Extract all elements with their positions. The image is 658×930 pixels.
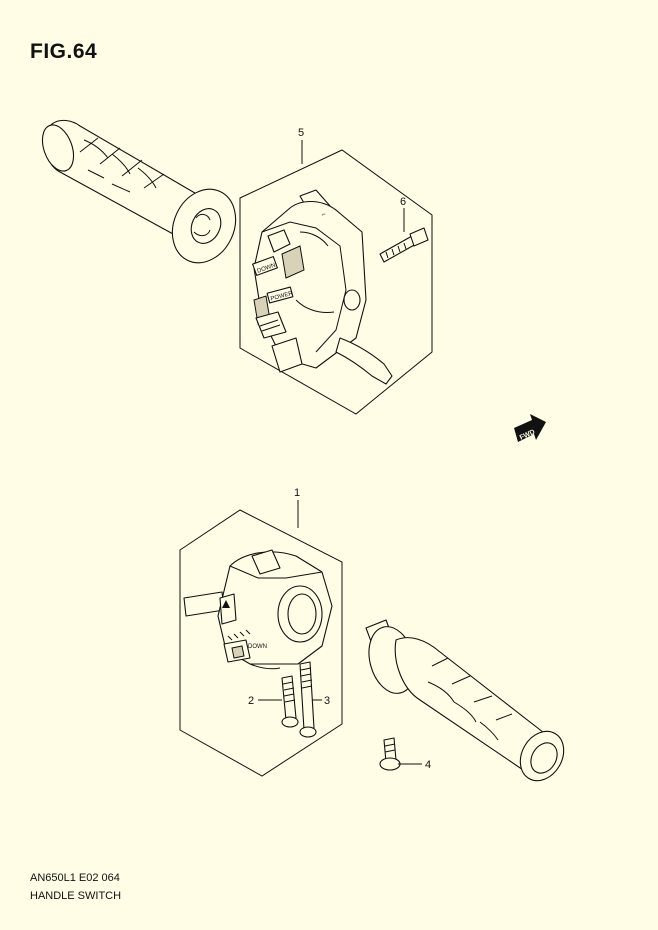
screw-part-4 (379, 737, 401, 771)
figure-title: FIG.64 (30, 40, 98, 63)
fwd-direction-arrow: FWD (514, 414, 546, 442)
callout-6: 6 (400, 196, 406, 208)
right-handle-switch-part-1: DOWN (183, 549, 333, 670)
left-handlebar-grip (41, 119, 237, 264)
model-code: AN650L1 E02 064 (30, 872, 120, 884)
left-handle-switch-part-5: DOWN POWER ⌐ (252, 189, 393, 385)
callout-4: 4 (425, 759, 431, 771)
callout-5: 5 (298, 127, 304, 139)
switch-label-down-small: DOWN (248, 644, 267, 650)
screw-part-2 (281, 675, 299, 728)
part-5-outline-box (239, 149, 433, 415)
switch-mark-top: ⌐ (322, 212, 326, 218)
callout-1: 1 (294, 487, 300, 499)
part-1-outline-box (179, 509, 343, 777)
right-handlebar-grip (365, 619, 565, 782)
figure-name: HANDLE SWITCH (30, 890, 122, 902)
callout-3: 3 (324, 695, 330, 707)
screw-part-3 (299, 661, 317, 738)
callout-2: 2 (248, 695, 254, 707)
screw-part-6 (379, 227, 429, 263)
switch-label-power: POWER (270, 291, 294, 303)
